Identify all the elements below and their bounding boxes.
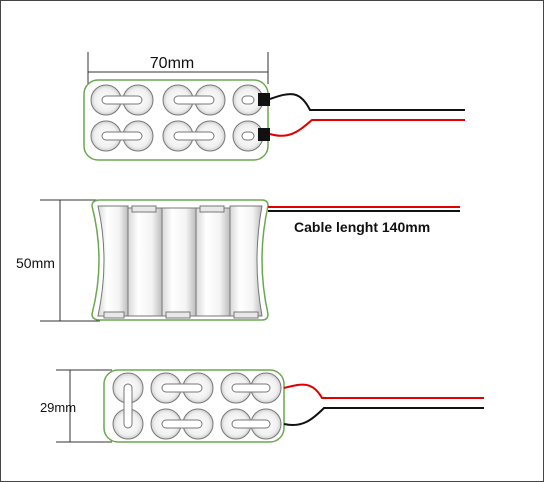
top-view: 70mm — [83, 52, 465, 161]
height-dimension-label: 50mm — [16, 255, 55, 271]
side-view: 50mm Cable lenght 140mm — [16, 199, 460, 322]
pack-outline-top — [83, 79, 269, 161]
black-wire-end — [283, 407, 484, 426]
end-view: 29mm — [40, 369, 484, 443]
height-dimension — [40, 199, 100, 322]
cells-side — [97, 205, 263, 319]
pack-outline-side — [91, 199, 269, 321]
red-connector — [258, 128, 270, 141]
red-wire-end — [283, 383, 484, 399]
width-dimension — [87, 52, 269, 84]
cable-length-label: Cable lenght 140mm — [294, 219, 430, 235]
cell-row-bottom — [90, 120, 264, 152]
red-wire-top — [269, 119, 465, 137]
cell-row-top — [90, 84, 264, 116]
pack-outline-end — [103, 369, 285, 443]
black-wire-top — [269, 93, 465, 111]
black-connector — [258, 93, 270, 106]
width-dimension-label: 70mm — [150, 55, 194, 72]
end-row-top — [112, 372, 282, 404]
depth-dimension-label: 29mm — [40, 400, 76, 415]
depth-dimension — [56, 369, 112, 443]
vertical-strap — [123, 383, 133, 429]
end-row-bottom — [112, 408, 282, 440]
